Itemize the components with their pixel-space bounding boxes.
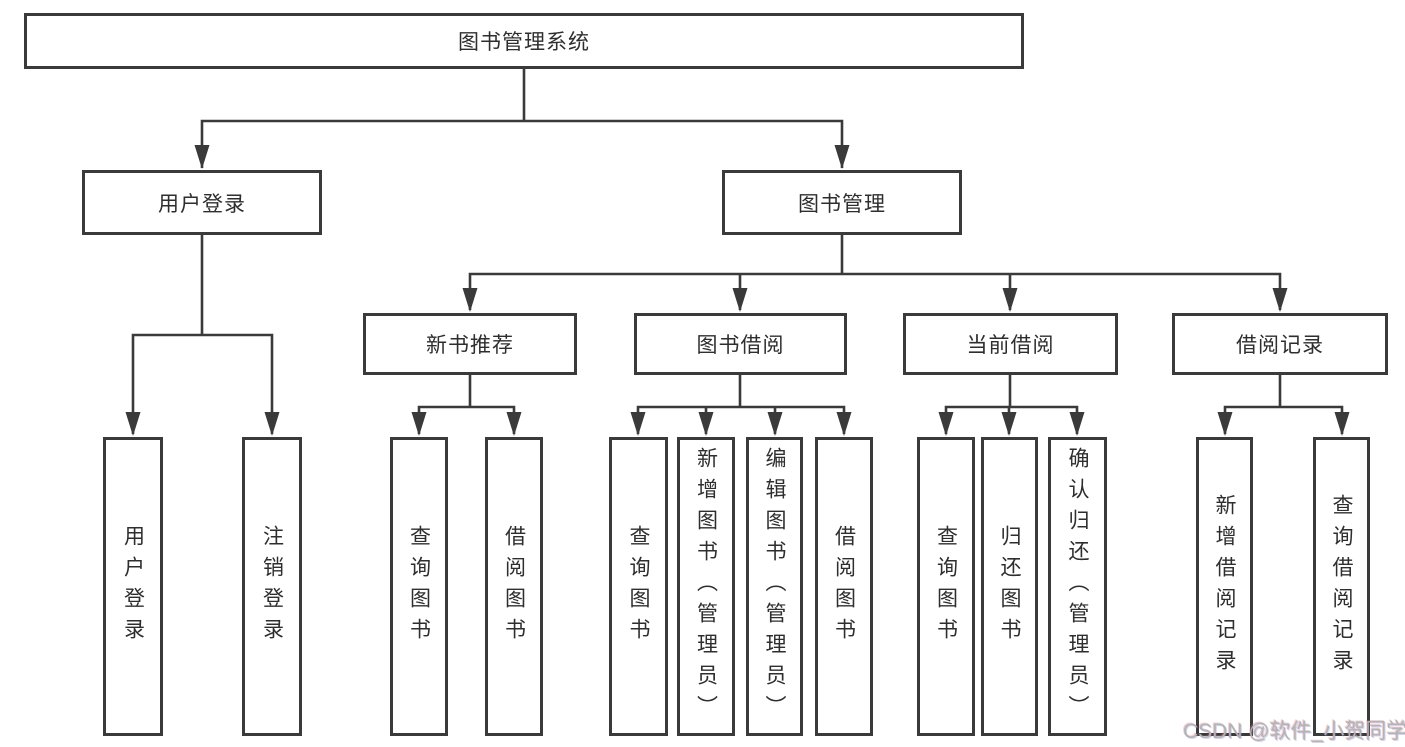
csdn-watermark: CSDN @软件_小贺同学 — [1183, 720, 1405, 743]
leaf-query-books-label: 查询图书 — [627, 524, 650, 649]
arrow-down-icon — [630, 412, 646, 436]
arrow-down-icon — [1217, 412, 1233, 436]
leaf-return-books: 归还图书 — [981, 437, 1038, 736]
arrow-down-icon — [698, 412, 714, 436]
leaf-query-books: 查询图书 — [609, 437, 668, 736]
leaf-confirm-return-admin: 确认归还（管理员） — [1048, 437, 1107, 736]
arrow-down-icon — [194, 145, 210, 169]
arrow-down-icon — [1272, 288, 1288, 312]
leaf-query-books-label: 查询图书 — [407, 524, 431, 649]
arrow-down-icon — [1001, 412, 1017, 436]
leaf-logout: 注销登录 — [242, 437, 302, 736]
leaf-user-login: 用户登录 — [103, 437, 163, 736]
connector-newbook-branch — [417, 405, 516, 434]
leaf-borrow-books: 借阅图书 — [485, 437, 543, 736]
leaf-query-borrow-record: 查询借阅记录 — [1313, 437, 1370, 736]
leaf-confirm-return-admin-label: 确认归还（管理员） — [1066, 447, 1089, 726]
arrowheads — [125, 145, 1350, 436]
node-user-login-label: 用户登录 — [158, 192, 246, 216]
leaf-borrow-books-label: 借阅图书 — [832, 524, 856, 649]
leaf-add-books-admin: 新增图书（管理员） — [677, 437, 735, 736]
arrow-down-icon — [732, 288, 748, 312]
arrow-down-icon — [1334, 412, 1350, 436]
node-root-library-system: 图书管理系统 — [24, 13, 1024, 69]
leaf-add-borrow-record-label: 新增借阅记录 — [1213, 493, 1236, 680]
arrow-down-icon — [506, 412, 522, 436]
node-book-management-label: 图书管理 — [798, 192, 886, 216]
arrow-down-icon — [264, 412, 280, 436]
arrow-down-icon — [1002, 288, 1018, 312]
connector-records-branch — [1223, 405, 1344, 434]
arrow-down-icon — [125, 412, 141, 436]
node-current-borrow-label: 当前借阅 — [966, 334, 1055, 357]
leaf-add-borrow-record: 新增借阅记录 — [1196, 437, 1253, 736]
leaf-query-books-label: 查询图书 — [934, 524, 958, 649]
arrow-down-icon — [767, 412, 783, 436]
arrow-down-icon — [836, 412, 852, 436]
connector-borrow-branch — [636, 405, 846, 434]
leaf-edit-books-admin: 编辑图书（管理员） — [746, 437, 803, 736]
node-book-management: 图书管理 — [722, 170, 962, 235]
arrow-down-icon — [938, 412, 954, 436]
connector-root-branch — [200, 119, 844, 168]
node-user-login: 用户登录 — [82, 170, 322, 235]
node-book-borrow-label: 图书借阅 — [696, 334, 785, 357]
arrow-down-icon — [834, 145, 850, 169]
leaf-query-books: 查询图书 — [390, 437, 448, 736]
arrow-down-icon — [462, 288, 478, 312]
arrow-down-icon — [411, 412, 427, 436]
leaf-borrow-books: 借阅图书 — [815, 437, 873, 736]
node-current-borrow: 当前借阅 — [903, 313, 1118, 375]
leaf-add-books-admin-label: 新增图书（管理员） — [694, 447, 718, 726]
leaf-logout-label: 注销登录 — [260, 524, 284, 649]
node-new-book-recommend: 新书推荐 — [363, 313, 577, 375]
leaf-user-login-label: 用户登录 — [121, 524, 145, 649]
leaf-return-books-label: 归还图书 — [998, 524, 1021, 649]
node-borrow-records: 借阅记录 — [1172, 313, 1388, 375]
node-root-label: 图书管理系统 — [458, 31, 590, 54]
connector-bookmgmt-branch — [468, 272, 1282, 310]
leaf-query-books: 查询图书 — [917, 437, 975, 736]
node-book-borrow: 图书借阅 — [634, 313, 847, 375]
leaf-borrow-books-label: 借阅图书 — [502, 524, 526, 649]
node-borrow-records-label: 借阅记录 — [1236, 334, 1324, 357]
node-new-book-recommend-label: 新书推荐 — [426, 334, 514, 357]
arrow-down-icon — [1069, 412, 1085, 436]
leaf-query-borrow-record-label: 查询借阅记录 — [1330, 493, 1353, 680]
leaf-edit-books-admin-label: 编辑图书（管理员） — [763, 447, 786, 726]
connector-userlogin-branch — [131, 333, 274, 434]
